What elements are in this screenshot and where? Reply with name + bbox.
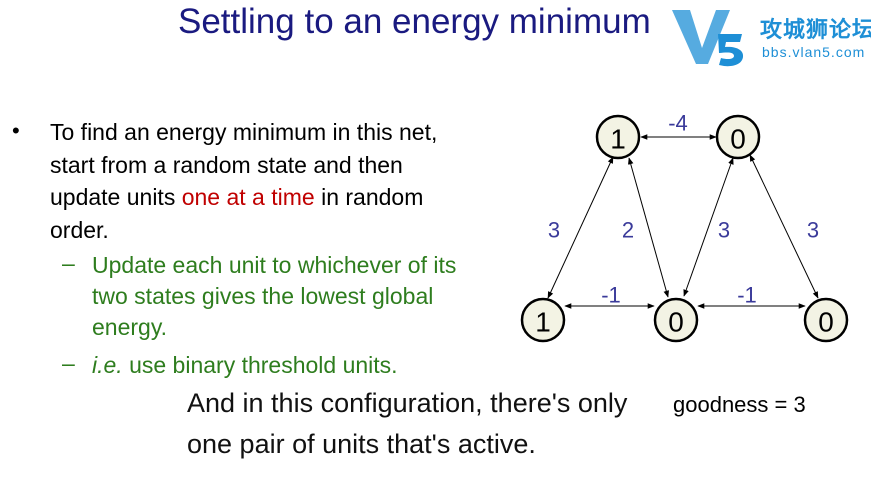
sub-bullet-dash: – (62, 350, 75, 376)
sub-bullet-1: Update each unit to whichever of its two… (92, 252, 457, 340)
highlight-text: one at a time (181, 184, 315, 210)
subtitle-line-2: one pair of units that's active. (187, 429, 536, 459)
weight-label: -4 (668, 111, 688, 136)
edge-top-left-bottom-left (547, 156, 614, 299)
slide-title: Settling to an energy minimum (178, 2, 651, 41)
sub-bullet-2-prefix: i.e. (92, 352, 123, 378)
main-bullet-text-end: in random order. (50, 184, 424, 243)
watermark: 攻城狮论坛 bbs.vlan5.com (668, 4, 871, 68)
watermark-chinese: 攻城狮论坛 (760, 17, 871, 42)
weight-label: 2 (622, 218, 634, 243)
goodness-value: goodness = 3 (673, 392, 806, 417)
node-bottom-middle (653, 297, 699, 343)
edge-top-right-bottom-middle (683, 157, 734, 297)
weight-label: 3 (548, 218, 560, 243)
weight-label: -1 (601, 283, 621, 308)
edge-top-left-bottom-middle (628, 157, 669, 298)
node-bottom-left-value: 1 (535, 307, 551, 338)
node-top-left (595, 114, 641, 160)
watermark-url: bbs.vlan5.com (762, 44, 866, 60)
bullet-dot: • (12, 118, 20, 143)
node-bottom-left (520, 297, 566, 343)
sub-bullet-dash: – (62, 250, 75, 276)
node-top-right-value: 0 (730, 124, 746, 155)
node-top-right (715, 114, 761, 160)
node-bottom-middle-value: 0 (668, 307, 684, 338)
sub-bullet-2-text: use binary threshold units. (122, 352, 398, 378)
node-bottom-right-value: 0 (818, 307, 834, 338)
weight-label: -1 (737, 283, 757, 308)
weight-label: 3 (718, 218, 730, 243)
node-bottom-right (803, 297, 849, 343)
node-top-left-value: 1 (610, 124, 626, 155)
subtitle-line-1: And in this configuration, there's only (187, 388, 628, 418)
main-bullet-text: To find an energy minimum in this net, s… (50, 119, 438, 210)
sub-bullet-2: i.e. use binary threshold units. (92, 350, 472, 381)
main-bullet: To find an energy minimum in this net, s… (50, 116, 460, 246)
edge-top-right-bottom-right (749, 154, 819, 299)
weight-label: 3 (807, 218, 819, 243)
v5-logo-icon (672, 10, 744, 67)
